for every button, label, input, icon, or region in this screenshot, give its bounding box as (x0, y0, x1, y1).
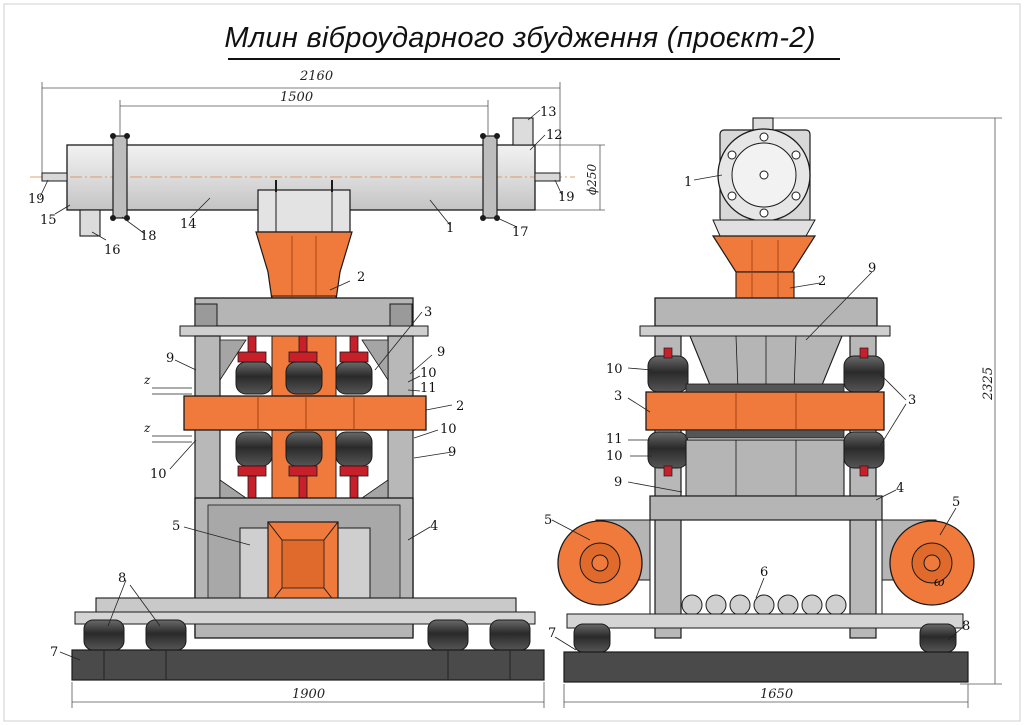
vibrator-right (881, 519, 975, 606)
callout-18: 18 (140, 229, 157, 244)
callout-4-side: 4 (896, 481, 904, 496)
callout-8-front: 8 (118, 571, 126, 586)
dimension-tube-span (119, 100, 489, 135)
dimension-overall-height (770, 117, 1002, 685)
dimension-diameter-label: ϕ250 (585, 164, 599, 195)
callout-13: 13 (540, 105, 557, 120)
callout-10-lower-right: 10 (440, 422, 457, 437)
drive-column (255, 231, 353, 301)
callout-17: 17 (512, 225, 529, 240)
callout-2-beam: 2 (456, 399, 464, 414)
callout-11-side: 11 (606, 432, 623, 447)
callout-12: 12 (546, 128, 563, 143)
vibrator-left (557, 519, 651, 606)
grinding-balls (681, 594, 847, 616)
callout-3-front: 3 (424, 305, 432, 320)
dimension-base-width-side (563, 684, 969, 708)
dimension-base-width-front (71, 682, 545, 708)
callout-2-side: 2 (818, 274, 826, 289)
callout-4-front: 4 (430, 519, 438, 534)
title-underline (228, 58, 840, 60)
callout-z-lower: z (143, 421, 151, 435)
foundation-side (563, 651, 969, 683)
callout-15: 15 (40, 213, 57, 228)
callout-11-front: 11 (420, 381, 437, 396)
callout-1-side: 1 (684, 175, 692, 190)
side-view: 2325 (544, 117, 1002, 708)
sheet-border (3, 3, 1021, 722)
callout-3-side-right: 3 (908, 393, 916, 408)
dimension-diameter (535, 144, 605, 211)
dimension-overall-height-label: 2325 (981, 367, 996, 401)
callout-9-side-top: 9 (868, 261, 876, 276)
callout-19-left: 19 (28, 192, 45, 207)
callout-10-lower-left: 10 (150, 467, 167, 482)
callout-10-upper: 10 (420, 366, 437, 381)
callout-1-front: 1 (446, 221, 454, 236)
dimension-base-width-side-label: 1650 (760, 687, 793, 702)
callout-5-side-left: 5 (544, 513, 552, 528)
callout-9-side-lower: 9 (614, 475, 622, 490)
callout-3-side-left: 3 (614, 389, 622, 404)
callout-5-side-right: 5 (952, 495, 960, 510)
callout-5-front: 5 (172, 519, 180, 534)
callout-9-upper-left: 9 (166, 351, 174, 366)
callout-10-side-lower: 10 (606, 449, 623, 464)
drawing-title: Млин віброударного збудження (проєкт-2) (224, 22, 816, 54)
callout-9-lower-right: 9 (448, 445, 456, 460)
callout-z-upper: z (143, 373, 151, 387)
callout-omega: ω (934, 575, 945, 590)
dimension-base-width-front-label: 1900 (292, 687, 325, 702)
dimension-overall-length (41, 82, 561, 175)
callout-6: 6 (760, 565, 768, 580)
callout-14: 14 (180, 217, 197, 232)
callout-10-side-upper: 10 (606, 362, 623, 377)
callout-9-upper-right: 9 (437, 345, 445, 360)
front-view: 2160 1500 ϕ250 (28, 69, 605, 708)
callout-8-side: 8 (962, 619, 970, 634)
callout-2-top: 2 (357, 270, 365, 285)
foundation-front (71, 649, 545, 681)
callout-19-right: 19 (558, 190, 575, 205)
dimension-overall-length-label: 2160 (299, 69, 333, 84)
dimension-tube-span-label: 1500 (280, 90, 313, 105)
callout-16: 16 (104, 243, 121, 258)
callout-7-front: 7 (50, 645, 58, 660)
callout-7-side: 7 (548, 626, 556, 641)
